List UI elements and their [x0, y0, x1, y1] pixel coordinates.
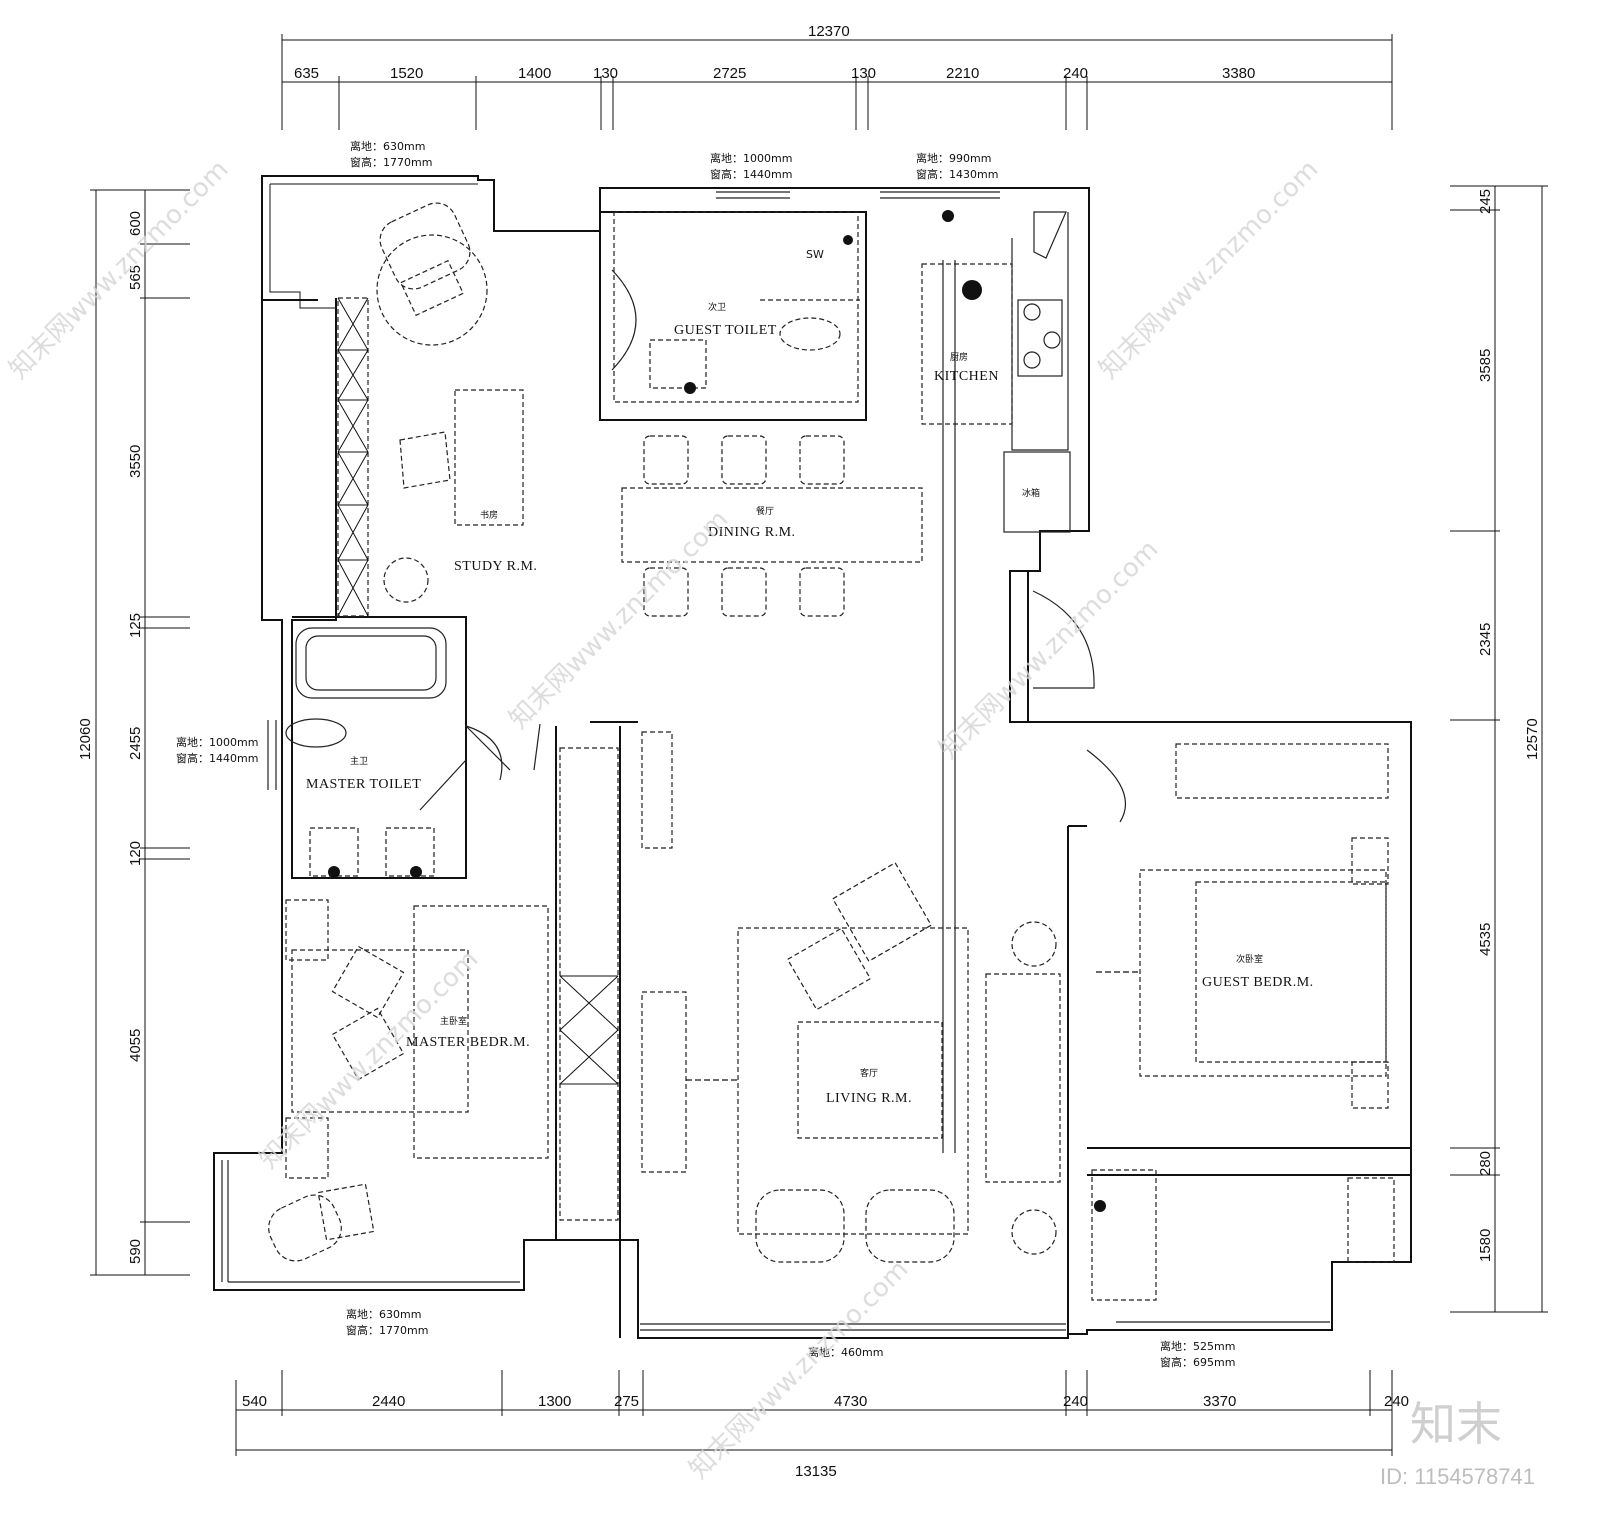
left-dim-7: 4055: [127, 1029, 144, 1062]
top-dim-3: 1400: [518, 65, 551, 82]
top-total-dim: 12370: [808, 23, 850, 40]
watermark-text-1: 知末网www.znzmo.com: [4, 154, 235, 385]
guest-toilet-en-label: GUEST TOILET: [674, 323, 777, 338]
bottom-dim-3: 1300: [538, 1393, 571, 1410]
watermark-text-4: 知末网www.znzmo.com: [934, 534, 1165, 765]
right-dim-6: 1580: [1477, 1229, 1494, 1262]
window-notes: 离地：630mm 窗高：1770mm 离地：1000mm 窗高：1440mm 离…: [176, 139, 1235, 1369]
guest-toilet-cn-label: 次卫: [708, 301, 726, 313]
watermark-text-2: 知末网www.znzmo.com: [504, 504, 735, 735]
study-en-label: STUDY R.M.: [454, 559, 537, 574]
bottom-dim-6: 240: [1063, 1393, 1088, 1410]
top-dim-6: 130: [851, 65, 876, 82]
left-dim-6: 120: [127, 841, 144, 866]
left-dim-5: 2455: [127, 727, 144, 760]
guest-bed-window-sill: 离地：525mm: [1160, 1339, 1235, 1353]
right-dim-2: 3585: [1477, 349, 1494, 382]
dining-cn-label: 餐厅: [756, 505, 774, 517]
master-bed-window-sill: 离地：630mm: [346, 1307, 421, 1321]
master-toilet-cn-label: 主卫: [350, 755, 368, 767]
kitchen-en-label: KITCHEN: [934, 369, 999, 384]
guest-toilet-sw: SW: [806, 248, 824, 261]
top-dim-2: 1520: [390, 65, 423, 82]
doors: [419, 269, 1127, 823]
id-watermark: ID: 1154578741: [1380, 1464, 1535, 1489]
study-window-sill: 离地：630mm: [350, 139, 425, 153]
bottom-dim-8: 240: [1384, 1393, 1409, 1410]
top-dim-7: 2210: [946, 65, 979, 82]
bottom-dim-5: 4730: [834, 1393, 867, 1410]
right-dim-1: 245: [1477, 189, 1494, 214]
watermarks: 知末网www.znzmo.com 知末网www.znzmo.com 知末网www…: [4, 154, 1325, 1485]
dining-en-label: DINING R.M.: [708, 525, 796, 540]
top-dim-9: 3380: [1222, 65, 1255, 82]
top-dim-1: 635: [294, 65, 319, 82]
bottom-total-dim: 13135: [795, 1463, 837, 1480]
left-dim-3: 3550: [127, 445, 144, 478]
bottom-dim-7: 3370: [1203, 1393, 1236, 1410]
guest-bed-en-label: GUEST BEDR.M.: [1202, 975, 1314, 990]
kitchen-window-height: 窗高：1430mm: [916, 167, 998, 181]
bottom-dim-2: 2440: [372, 1393, 405, 1410]
left-dim-1: 600: [127, 211, 144, 236]
bottom-dim-1: 540: [242, 1393, 267, 1410]
master-toilet-window-height: 窗高：1440mm: [176, 751, 258, 765]
living: 客厅 LIVING R.M.: [686, 862, 1061, 1263]
guest-toilet-window-height: 窗高：1440mm: [710, 167, 792, 181]
left-total-dim: 12060: [77, 718, 94, 760]
wardrobe: [559, 731, 687, 1221]
watermark-text-3: 知末网www.znzmo.com: [1094, 154, 1325, 385]
bottom-dim-4: 275: [614, 1393, 639, 1410]
living-en-label: LIVING R.M.: [826, 1091, 912, 1106]
guest-toilet: SW 次卫 GUEST TOILET: [613, 211, 860, 403]
study-furniture: 书房 STUDY R.M.: [337, 202, 537, 617]
interior-walls: [291, 188, 1411, 1338]
master-bed-en-label: MASTER BEDR.M.: [406, 1035, 530, 1050]
top-dimensions: 12370 635 1520 1400 130 2725 130 2210 24…: [281, 23, 1393, 130]
top-dim-4: 130: [593, 65, 618, 82]
right-dimensions: 245 3585 2345 4535 280 1580 12570: [1450, 185, 1548, 1313]
bottom-dimensions: 540 2440 1300 275 4730 240 3370 240 1313…: [235, 1370, 1409, 1480]
living-cn-label: 客厅: [860, 1067, 878, 1079]
left-dim-4: 125: [127, 613, 144, 638]
kitchen: 冰箱 厨房 KITCHEN: [921, 210, 1071, 533]
master-toilet-en-label: MASTER TOILET: [306, 777, 421, 792]
kitchen-cn-label: 厨房: [950, 351, 968, 363]
kitchen-window-sill: 离地：990mm: [916, 151, 991, 165]
study-cn-label: 书房: [480, 509, 498, 521]
top-dim-8: 240: [1063, 65, 1088, 82]
guest-bed-cn-label: 次卧室: [1236, 953, 1263, 965]
left-dim-8: 590: [127, 1239, 144, 1264]
brand-watermark: 知末: [1410, 1397, 1502, 1451]
dining: 餐厅 DINING R.M.: [621, 435, 923, 617]
left-dim-2: 565: [127, 265, 144, 290]
right-total-dim: 12570: [1524, 718, 1541, 760]
guest-bedroom: 次卧室 GUEST BEDR.M.: [1091, 743, 1395, 1301]
master-bed-cn-label: 主卧室: [440, 1015, 467, 1027]
guest-bed-window-height: 窗高：695mm: [1160, 1355, 1235, 1369]
guest-toilet-window-sill: 离地：1000mm: [710, 151, 792, 165]
master-bed-window-height: 窗高：1770mm: [346, 1323, 428, 1337]
right-dim-4: 4535: [1477, 923, 1494, 956]
left-dimensions: 12060 600 565 3550 125 2455 120 4055 590: [77, 189, 190, 1276]
fridge-label: 冰箱: [1022, 487, 1040, 499]
living-window-sill: 离地：460mm: [808, 1345, 883, 1359]
watermark-text-5: 知末网www.znzmo.com: [254, 944, 485, 1175]
right-dim-3: 2345: [1477, 623, 1494, 656]
windows: [221, 191, 1330, 1331]
master-bedroom: 主卧室 MASTER BEDR.M.: [268, 899, 549, 1262]
study-window-height: 窗高：1770mm: [350, 155, 432, 169]
master-toilet: 主卫 MASTER TOILET: [285, 627, 447, 878]
top-dim-5: 2725: [713, 65, 746, 82]
right-dim-5: 280: [1477, 1151, 1494, 1176]
master-toilet-window-sill: 离地：1000mm: [176, 735, 258, 749]
